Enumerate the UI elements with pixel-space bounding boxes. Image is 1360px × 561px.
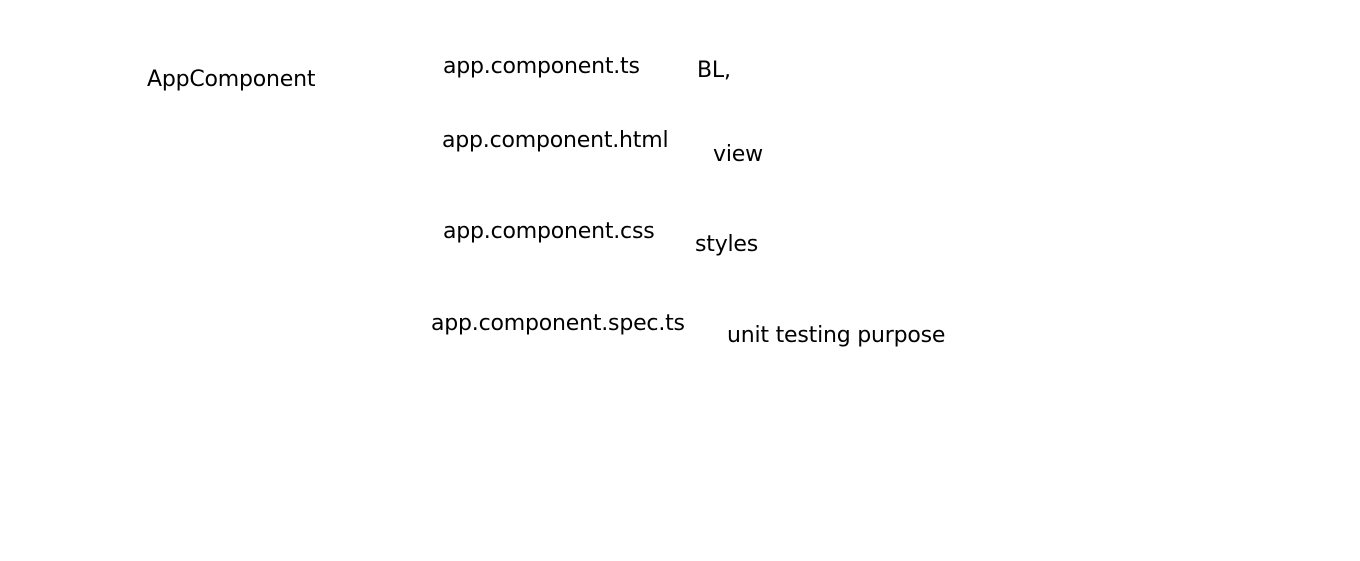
file-name-ts: app.component.ts: [443, 54, 640, 79]
file-description-ts: BL,: [697, 58, 731, 83]
component-title: AppComponent: [147, 67, 316, 92]
file-description-spec: unit testing purpose: [727, 323, 946, 348]
file-description-css: styles: [695, 232, 759, 257]
file-description-html: view: [713, 142, 763, 167]
file-name-css: app.component.css: [443, 219, 655, 244]
file-name-html: app.component.html: [442, 128, 669, 153]
file-name-spec: app.component.spec.ts: [431, 311, 685, 336]
